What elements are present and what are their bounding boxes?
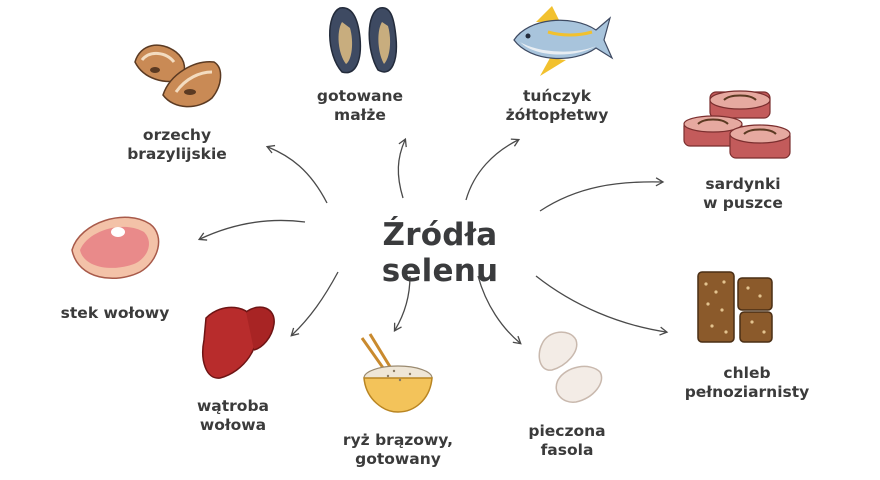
label-chleb: chleb pełnoziarnisty: [684, 364, 810, 401]
label-malze: gotowane małże: [316, 87, 404, 124]
label-ryz: ryż brązowy, gotowany: [342, 431, 454, 468]
baked-beans-icon: [538, 331, 603, 403]
sardine-can-icon: [683, 90, 791, 159]
arrow-to-tunczyk: [465, 138, 521, 201]
brazil-nut-icon: [134, 44, 222, 108]
wholegrain-bread-icon: [697, 271, 773, 343]
label-watroba: wątroba wołowa: [196, 397, 270, 434]
label-fasola: pieczona fasola: [528, 422, 606, 459]
arrow-to-sardynki: [539, 177, 665, 212]
beef-liver-icon: [202, 306, 275, 379]
beef-steak-icon: [71, 216, 160, 279]
rice-bowl-icon: [360, 333, 433, 413]
mussel-icon: [329, 7, 398, 74]
label-orzechy: orzechy brazylijskie: [127, 126, 227, 163]
label-stek: stek wołowy: [60, 304, 170, 322]
arrow-to-ryz: [393, 275, 411, 332]
diagram-title: Źródła selenu: [381, 217, 499, 289]
arrow-to-watroba: [290, 271, 339, 337]
arrow-to-malze: [397, 137, 407, 199]
arrow-to-chleb: [535, 275, 669, 336]
tuna-fish-icon: [513, 6, 614, 76]
arrow-to-fasola: [477, 275, 522, 345]
arrow-to-stek: [197, 219, 306, 241]
label-tunczyk: tuńczyk żółtopłetwy: [505, 87, 609, 124]
label-sardynki: sardynki w puszce: [703, 175, 783, 212]
arrow-to-orzechy: [265, 144, 328, 204]
